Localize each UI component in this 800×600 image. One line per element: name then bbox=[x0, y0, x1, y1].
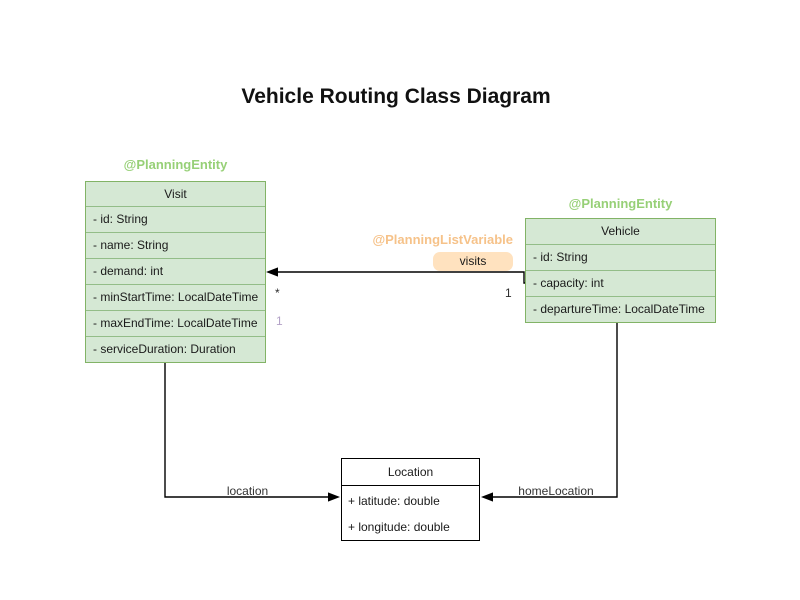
class-location-attribute: + longitude: double bbox=[348, 520, 450, 534]
class-location-name: Location bbox=[387, 465, 434, 479]
class-visit-attribute: - name: String bbox=[86, 232, 265, 258]
class-vehicle-attribute: - capacity: int bbox=[526, 270, 715, 296]
class-location: Location + latitude: double + longitude:… bbox=[341, 458, 480, 541]
class-vehicle-attribute: - id: String bbox=[526, 244, 715, 270]
class-vehicle-name: Vehicle bbox=[601, 224, 640, 238]
planning-list-variable-annotation: @PlanningListVariable bbox=[372, 232, 513, 247]
edge-location bbox=[164, 361, 340, 502]
visits-list-index-multiplicity: 1 bbox=[276, 314, 283, 328]
visits-edge-label: visits bbox=[433, 252, 513, 271]
class-location-attribute: + latitude: double bbox=[348, 494, 440, 508]
visit-planning-entity-annotation: @PlanningEntity bbox=[123, 157, 228, 172]
class-visit-attribute: - demand: int bbox=[86, 258, 265, 284]
class-visit-attribute: - serviceDuration: Duration bbox=[86, 336, 265, 362]
class-visit-attribute: - maxEndTime: LocalDateTime bbox=[86, 310, 265, 336]
class-visit-attribute: - minStartTime: LocalDateTime bbox=[86, 284, 265, 310]
visits-source-multiplicity: 1 bbox=[505, 286, 512, 300]
class-vehicle-attribute: - departureTime: LocalDateTime bbox=[526, 296, 715, 322]
vehicle-planning-entity-annotation: @PlanningEntity bbox=[568, 196, 673, 211]
class-location-attributes: + latitude: double + longitude: double bbox=[342, 485, 479, 540]
diagram-title: Vehicle Routing Class Diagram bbox=[241, 85, 551, 108]
edge-visits bbox=[266, 267, 525, 284]
visits-target-multiplicity: * bbox=[275, 286, 280, 300]
class-visit: Visit - id: String - name: String - dema… bbox=[85, 181, 266, 363]
class-visit-name: Visit bbox=[164, 187, 187, 201]
location-edge-label: location bbox=[226, 484, 269, 498]
class-visit-attribute: - id: String bbox=[86, 206, 265, 232]
edge-home-location bbox=[481, 321, 618, 502]
home-location-edge-label: homeLocation bbox=[518, 484, 594, 498]
class-vehicle: Vehicle - id: String - capacity: int - d… bbox=[525, 218, 716, 323]
